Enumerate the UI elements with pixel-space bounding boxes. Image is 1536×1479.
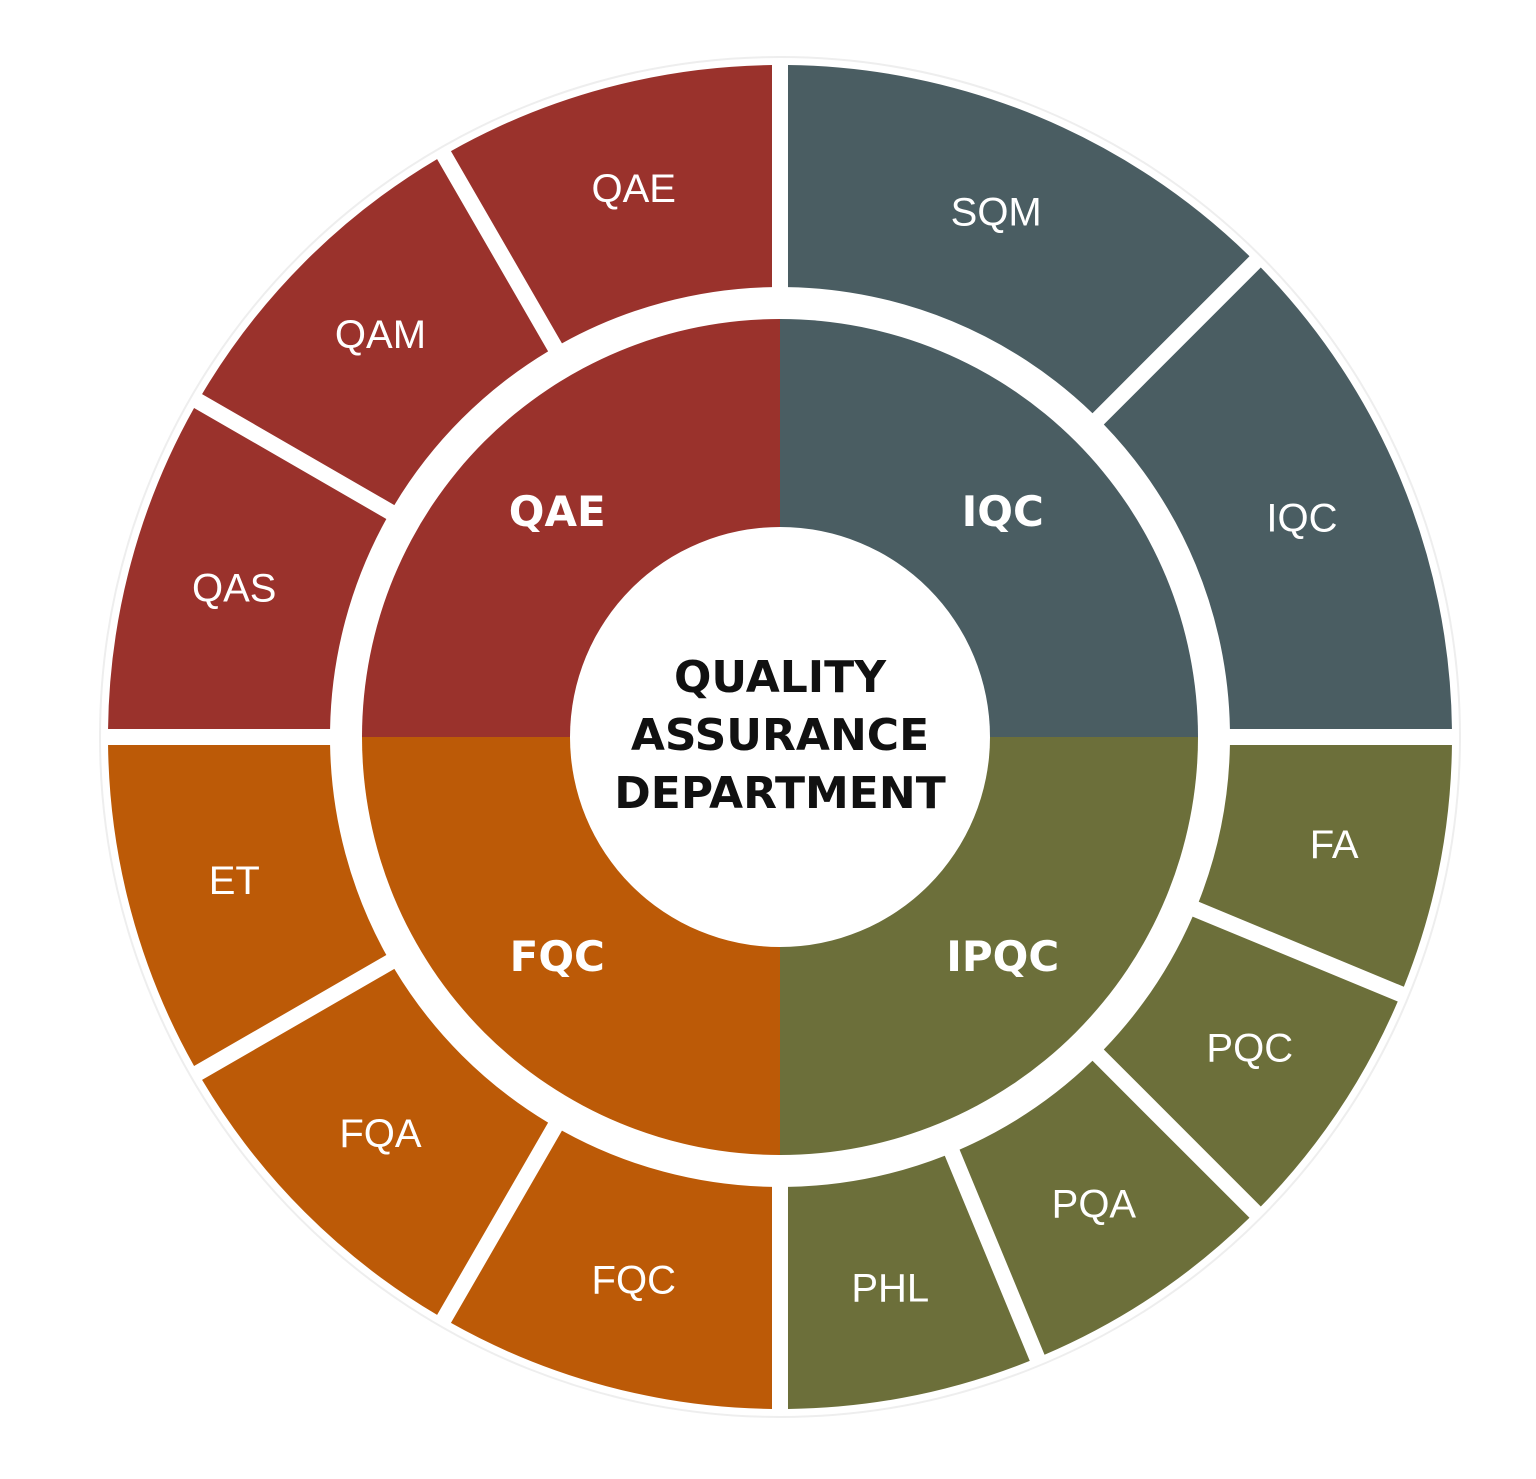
center-circle — [570, 527, 990, 947]
outer-label-fqc: FQC — [592, 1258, 676, 1302]
outer-segment-iqc-sqm — [787, 65, 1250, 414]
outer-label-phl: PHL — [851, 1267, 929, 1311]
outer-label-pqa: PQA — [1052, 1182, 1137, 1226]
outer-segment-fqc-fqc — [450, 1130, 773, 1409]
outer-segment-ipqc-pqc — [1103, 916, 1398, 1207]
outer-segment-ipqc-pqa — [959, 1060, 1250, 1355]
center-title-line-2: ASSURANCE — [631, 710, 929, 761]
outer-label-pqc: PQC — [1206, 1026, 1293, 1070]
outer-segment-qae-qam — [202, 159, 549, 506]
inner-label-ipqc: IPQC — [946, 932, 1059, 981]
inner-label-qae: QAE — [509, 487, 606, 536]
inner-label-iqc: IQC — [962, 487, 1044, 536]
outer-segment-iqc-iqc — [1103, 267, 1452, 730]
outer-segment-qae-qae — [450, 65, 773, 344]
outer-segment-ipqc-phl — [787, 1155, 1030, 1409]
outer-segment-fqc-fqa — [202, 968, 549, 1315]
outer-label-iqc: IQC — [1266, 496, 1337, 540]
inner-label-fqc: FQC — [510, 932, 605, 981]
outer-label-qae: QAE — [592, 167, 676, 211]
outer-segment-ipqc-fa — [1198, 744, 1452, 987]
outer-label-fqa: FQA — [339, 1112, 422, 1156]
outer-label-sqm: SQM — [951, 191, 1042, 235]
center-title-line-3: DEPARTMENT — [614, 768, 945, 819]
outer-segment-qae-qas — [108, 407, 387, 730]
center-title-line-1: QUALITY — [674, 652, 887, 703]
center-hub: QUALITY ASSURANCE DEPARTMENT — [570, 527, 990, 947]
outer-ring: QAS QAM QAE SQM IQC FA PQC PQA PHL FQC FQA ET — [108, 65, 1452, 1409]
outer-label-fa: FA — [1310, 823, 1359, 867]
outer-label-et: ET — [209, 859, 260, 903]
outer-label-qam: QAM — [335, 313, 426, 357]
outer-label-qas: QAS — [192, 566, 276, 610]
outer-segment-fqc-et — [108, 744, 387, 1067]
